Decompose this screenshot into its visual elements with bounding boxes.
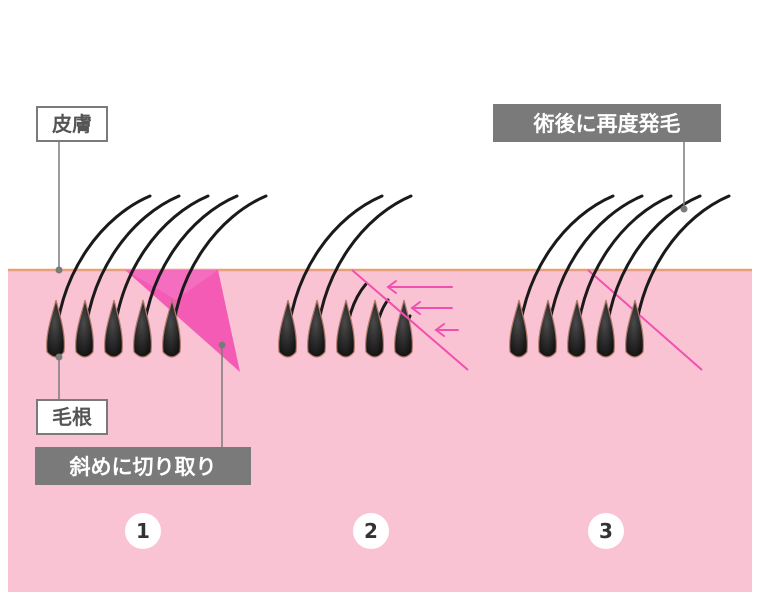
step-2-number: 2	[364, 519, 378, 543]
section-2	[278, 194, 469, 371]
hair-1	[509, 194, 615, 358]
label-skin: 皮膚	[36, 106, 108, 142]
hair-5	[162, 194, 268, 358]
hair-3	[104, 194, 210, 358]
step-1-number: 1	[136, 519, 150, 543]
cut-hair-1	[336, 282, 368, 358]
cut-wedge-shape	[125, 270, 240, 372]
hair-2	[75, 194, 181, 358]
step-2: 2	[353, 513, 389, 549]
hair-2	[307, 194, 413, 358]
step-3-number: 3	[599, 519, 613, 543]
left-arrow-icon	[410, 301, 453, 315]
hair-3	[567, 194, 673, 358]
section-3	[509, 194, 731, 371]
label-hair-root: 毛根	[36, 399, 108, 435]
cut-hair-2	[365, 298, 390, 358]
label-regrowth-text: 術後に再度発毛	[533, 112, 681, 136]
label-diagonal-cut: 斜めに切り取り	[35, 447, 251, 485]
cut-wedge-highlight	[125, 270, 218, 300]
label-diagonal-cut-text: 斜めに切り取り	[69, 455, 217, 479]
leader-skin	[55, 140, 63, 274]
cut-line	[587, 269, 703, 371]
left-arrow-icon	[434, 323, 459, 337]
leader-diagonal-cut	[218, 341, 226, 447]
step-3: 3	[588, 513, 624, 549]
hair-5	[625, 194, 731, 358]
hair-4	[133, 194, 239, 358]
hair-1	[278, 194, 384, 358]
label-regrowth: 術後に再度発毛	[493, 104, 721, 142]
leader-hair-root	[55, 353, 63, 400]
label-skin-text: 皮膚	[52, 112, 92, 136]
leader-regrowth	[680, 140, 688, 213]
hair-2	[538, 194, 644, 358]
cut-line	[351, 269, 469, 371]
label-hair-root-text: 毛根	[52, 405, 92, 429]
left-arrow-icon	[386, 280, 453, 294]
section-1	[46, 194, 268, 372]
step-1: 1	[125, 513, 161, 549]
